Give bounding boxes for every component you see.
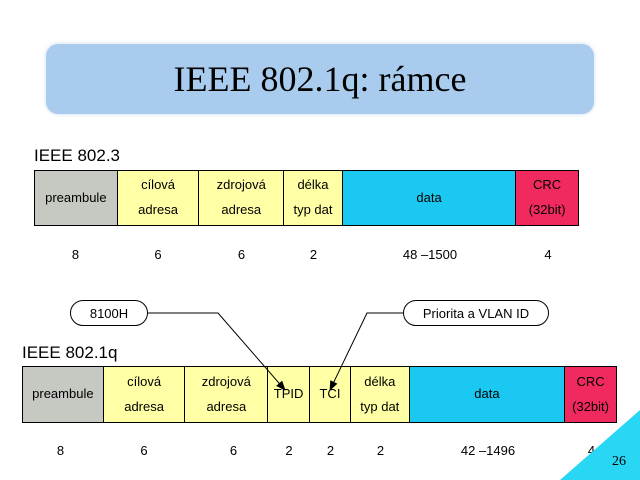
field-text: adresa	[124, 398, 164, 414]
field-size: 48 –1500	[402, 247, 458, 262]
field-text: délka	[297, 177, 329, 193]
field-size: 6	[140, 443, 148, 458]
frame2-field-crc-32bit-: CRC (32bit)	[565, 367, 616, 422]
field-text: CRC	[533, 177, 562, 193]
field-size: 42 –1496	[460, 443, 516, 458]
field-size: 6	[237, 247, 246, 262]
frame2-label: IEEE 802.1q	[22, 343, 118, 362]
tpid-callout: 8100H	[70, 300, 148, 326]
field-text: data	[416, 189, 442, 205]
field-text: (32bit)	[572, 398, 609, 414]
field-size: 8	[56, 443, 65, 458]
field-size: 4	[544, 247, 552, 262]
frame1-field-preambule: preambule	[35, 171, 118, 225]
frame2-field-cílová-adresa: cílová adresa	[103, 367, 186, 422]
field-size: 6	[154, 247, 162, 262]
field-text: data	[474, 386, 500, 402]
field-text: zdrojová	[201, 373, 251, 389]
field-size: 2	[326, 443, 335, 458]
field-text: typ dat	[360, 398, 400, 414]
field-text: adresa	[206, 398, 247, 414]
frame1-sizes: 8 6 6 2 48 –1500 4	[0, 247, 640, 265]
frame1-field-délka-typ-dat: délka typ dat	[284, 171, 343, 225]
frame1-label: IEEE 802.3	[34, 146, 121, 165]
field-size: 8	[71, 247, 80, 262]
frame2-field-tpid: TPID	[268, 367, 311, 422]
field-text: preambule	[45, 189, 107, 205]
field-text: zdrojová	[216, 177, 266, 193]
slide-title-box: IEEE 802.1q: rámce	[46, 44, 594, 114]
field-text: typ dat	[293, 202, 333, 217]
frame-802-3: preambule cílová adresa zdrojová adresa délka…	[34, 170, 579, 226]
frame2-field-data: data	[409, 367, 566, 422]
field-size: 2	[285, 443, 293, 458]
slide-title: IEEE 802.1q: rámce	[173, 59, 467, 99]
field-text: adresa	[138, 202, 178, 217]
frame2-field-zdrojová-adresa: zdrojová adresa	[185, 367, 269, 422]
frame1-field-data: data	[342, 171, 517, 225]
field-size: 2	[376, 443, 385, 458]
page-number: 26	[612, 454, 626, 469]
field-size: 6	[229, 443, 238, 458]
frame2-field-preambule: preambule	[23, 367, 104, 422]
field-text: preambule	[32, 386, 94, 402]
field-text: (32bit)	[528, 202, 566, 217]
field-text: adresa	[221, 202, 262, 217]
frame1-field-cílová-adresa: cílová adresa	[117, 171, 200, 225]
frame2-field-délka-typ-dat: délka typ dat	[350, 367, 410, 422]
field-size: 4	[587, 443, 596, 458]
field-text: délka	[364, 373, 396, 389]
field-text: cílová	[141, 177, 176, 193]
frame1-field-crc-32bit-: CRC (32bit)	[516, 171, 578, 225]
tci-arrow	[329, 312, 403, 391]
field-size: 2	[309, 247, 318, 262]
tci-callout: Priorita a VLAN ID	[403, 300, 549, 326]
field-text: CRC	[576, 373, 605, 389]
tpid-arrow	[148, 312, 286, 391]
frame1-field-zdrojová-adresa: zdrojová adresa	[199, 171, 285, 225]
field-text: cílová	[127, 373, 162, 389]
